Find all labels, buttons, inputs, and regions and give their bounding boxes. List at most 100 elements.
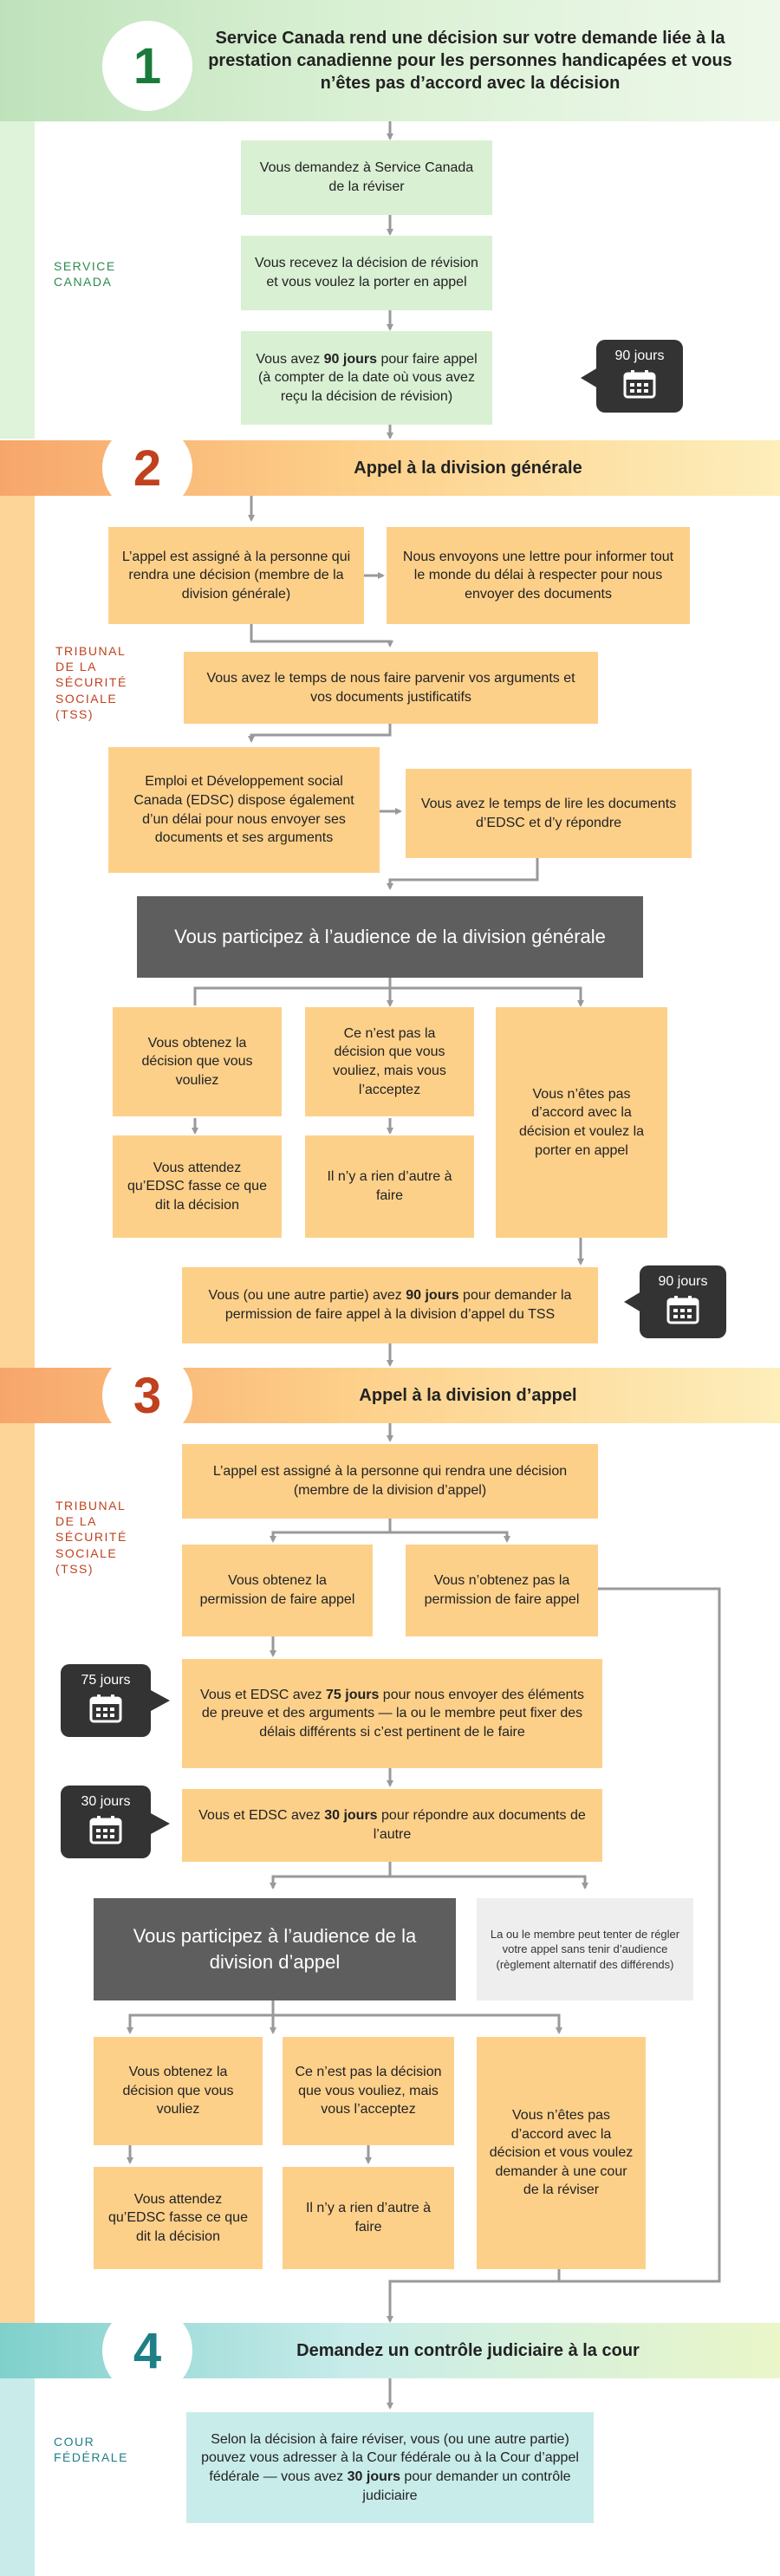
s3-outcome-text: Vous n’êtes pas d’accord avec la décisio… — [489, 2108, 634, 2198]
s3-30-days-text: Vous et EDSC avez 30 jours pour répondre… — [194, 1806, 590, 1844]
s3-outcome-text: Vous obtenez la décision que vous voulie… — [122, 2065, 234, 2117]
s1-request-review: Vous demandez à Service Canada de la rév… — [241, 140, 492, 215]
s2-read-edsc-docs-text: Vous avez le temps de lire les documents… — [420, 796, 677, 830]
side-line: FÉDÉRALE — [54, 2450, 128, 2465]
s3-adr-note: La ou le membre peut tenter de régler vo… — [477, 1898, 693, 2000]
side-line: COUR — [54, 2435, 95, 2449]
text-part: Vous et EDSC avez — [198, 1808, 325, 1824]
s1-90-days-text: Vous avez 90 jours pour faire appel (à c… — [253, 350, 480, 407]
badge-pointer — [151, 1690, 170, 1711]
s3-75-days-box: Vous et EDSC avez 75 jours pour nous env… — [182, 1659, 602, 1768]
text-part: Selon la décision à faire réviser, vous … — [201, 2431, 579, 2484]
step-2-title: Appel à la division générale — [354, 459, 582, 478]
step-1-digit: 1 — [133, 37, 162, 94]
s3-30-days-box: Vous et EDSC avez 30 jours pour répondre… — [182, 1789, 602, 1862]
side-label-service-canada: SERVICE CANADA — [54, 258, 116, 289]
badge-pointer — [624, 1291, 641, 1312]
s3-nothing-else: Il n’y a rien d’autre à faire — [283, 2167, 454, 2269]
s2-outcome-got-decision: Vous obtenez la décision que vous voulie… — [113, 1007, 282, 1116]
text-part: pour demander la permission de faire app… — [224, 1288, 572, 1322]
s3-75-days-text: Vous et EDSC avez 75 jours pour nous env… — [194, 1686, 590, 1742]
s3-permission-refused-text: Vous n’obtenez pas la permission de fair… — [424, 1573, 580, 1607]
side-line: (TSS) — [55, 706, 94, 721]
s2-90-days-text: Vous (ou une autre partie) avez 90 jours… — [194, 1286, 586, 1324]
s3-outcome-text: Ce n’est pas la décision que vous voulie… — [295, 2065, 442, 2117]
s3-wait-edsc-text: Vous attendez qu’EDSC fasse ce que dit l… — [108, 2191, 248, 2244]
calendar-icon — [623, 370, 656, 399]
s2-90-days-permission: Vous (ou une autre partie) avez 90 jours… — [182, 1267, 598, 1343]
s2-letter-deadline: Nous envoyons une lettre pour informer t… — [387, 527, 690, 624]
step-4-title: Demandez un contrôle judiciaire à la cou… — [296, 2341, 640, 2360]
s3-hearing-text: Vous participez à l’audience de la divis… — [133, 1925, 417, 1973]
side-line: DE LA — [55, 660, 97, 674]
s3-appeal-division-hearing: Vous participez à l’audience de la divis… — [94, 1898, 456, 2000]
text-part: pour demander un contrôle judiciaire — [362, 2469, 571, 2503]
step-1-title: Service Canada rend une décision sur vot… — [208, 29, 732, 93]
s4-judicial-review-text: Selon la décision à faire réviser, vous … — [198, 2430, 582, 2505]
side-line: SÉCURITÉ — [55, 675, 127, 690]
s1-badge-90-days: 90 jours — [596, 340, 683, 413]
s2-wait-edsc-text: Vous attendez qu’EDSC fasse ce que dit l… — [127, 1160, 267, 1213]
s3-badge-30-days: 30 jours — [61, 1786, 151, 1858]
calendar-icon — [666, 1296, 699, 1324]
side-line: CANADA — [54, 275, 113, 289]
s2-nothing-else-text: Il n’y a rien d’autre à faire — [327, 1169, 452, 1203]
text-bold: 75 jours — [326, 1687, 380, 1702]
badge-pointer — [581, 368, 598, 388]
s2-letter-deadline-text: Nous envoyons une lettre pour informer t… — [402, 549, 674, 602]
s4-judicial-review: Selon la décision à faire réviser, vous … — [186, 2412, 594, 2523]
calendar-icon — [89, 1695, 122, 1723]
s2-wait-edsc: Vous attendez qu’EDSC fasse ce que dit l… — [113, 1135, 282, 1238]
s2-outcome-text: Vous obtenez la décision que vous voulie… — [141, 1035, 253, 1088]
s2-assigned-member: L’appel est assigné à la personne qui re… — [108, 527, 364, 624]
text-bold: 90 jours — [323, 351, 377, 367]
step-1-number: 1 — [102, 21, 192, 111]
s3-outcome-disagree-court: Vous n’êtes pas d’accord avec la décisio… — [477, 2037, 646, 2269]
s1-receive-review-decision-text: Vous recevez la décision de révision et … — [255, 256, 478, 289]
s3-assigned-member-text: L’appel est assigné à la personne qui re… — [212, 1464, 568, 1498]
step-4-digit: 4 — [133, 2322, 162, 2379]
step-2-number: 2 — [102, 423, 192, 513]
side-line: TRIBUNAL — [55, 1499, 127, 1512]
side-line: SERVICE — [54, 259, 116, 273]
s2-badge-90-days: 90 jours — [640, 1265, 726, 1338]
text-part: pour nous envoyer des éléments de preuve… — [201, 1687, 584, 1740]
band-cour-federale — [0, 2340, 35, 2576]
badge-label: 90 jours — [658, 1274, 708, 1289]
text-bold: 30 jours — [324, 1808, 378, 1824]
s3-wait-edsc: Vous attendez qu’EDSC fasse ce que dit l… — [94, 2167, 263, 2269]
badge-label: 90 jours — [614, 348, 665, 363]
s2-outcome-accept: Ce n’est pas la décision que vous voulie… — [305, 1007, 474, 1116]
s2-read-edsc-docs: Vous avez le temps de lire les documents… — [406, 769, 692, 858]
s2-outcome-text: Ce n’est pas la décision que vous voulie… — [333, 1025, 446, 1097]
s2-send-arguments-text: Vous avez le temps de nous faire parveni… — [206, 670, 575, 705]
side-line: SOCIALE — [55, 691, 118, 706]
badge-label: 75 jours — [81, 1673, 131, 1688]
calendar-icon — [89, 1816, 122, 1844]
badge-label: 30 jours — [81, 1794, 131, 1809]
side-line: SÉCURITÉ — [55, 1530, 127, 1545]
s3-outcome-got-decision: Vous obtenez la décision que vous voulie… — [94, 2037, 263, 2145]
side-line: SOCIALE — [55, 1545, 118, 1560]
s2-send-arguments: Vous avez le temps de nous faire parveni… — [184, 652, 598, 724]
side-line: TRIBUNAL — [55, 644, 127, 658]
s3-assigned-member: L’appel est assigné à la personne qui re… — [182, 1444, 598, 1519]
step-4-number: 4 — [102, 2306, 192, 2396]
s2-edsc-delay: Emploi et Développement social Canada (E… — [108, 747, 380, 873]
text-bold: 90 jours — [406, 1288, 459, 1304]
s2-assigned-member-text: L’appel est assigné à la personne qui re… — [121, 549, 351, 602]
s3-permission-granted: Vous obtenez la permission de faire appe… — [182, 1545, 373, 1636]
s1-receive-review-decision: Vous recevez la décision de révision et … — [241, 236, 492, 310]
s1-90-days-box: Vous avez 90 jours pour faire appel (à c… — [241, 331, 492, 425]
s2-general-division-hearing: Vous participez à l’audience de la divis… — [137, 896, 643, 978]
text-bold: 30 jours — [347, 2469, 400, 2484]
step-3-number: 3 — [102, 1350, 192, 1441]
step-3-title: Appel à la division d’appel — [359, 1386, 577, 1405]
step-3-digit: 3 — [133, 1367, 162, 1424]
step-2-digit: 2 — [133, 439, 162, 497]
s3-adr-note-text: La ou le membre peut tenter de régler vo… — [490, 1927, 680, 1971]
text-part: pour répondre aux documents de l’autre — [373, 1808, 586, 1842]
s1-request-review-text: Vous demandez à Service Canada de la rév… — [259, 160, 474, 194]
